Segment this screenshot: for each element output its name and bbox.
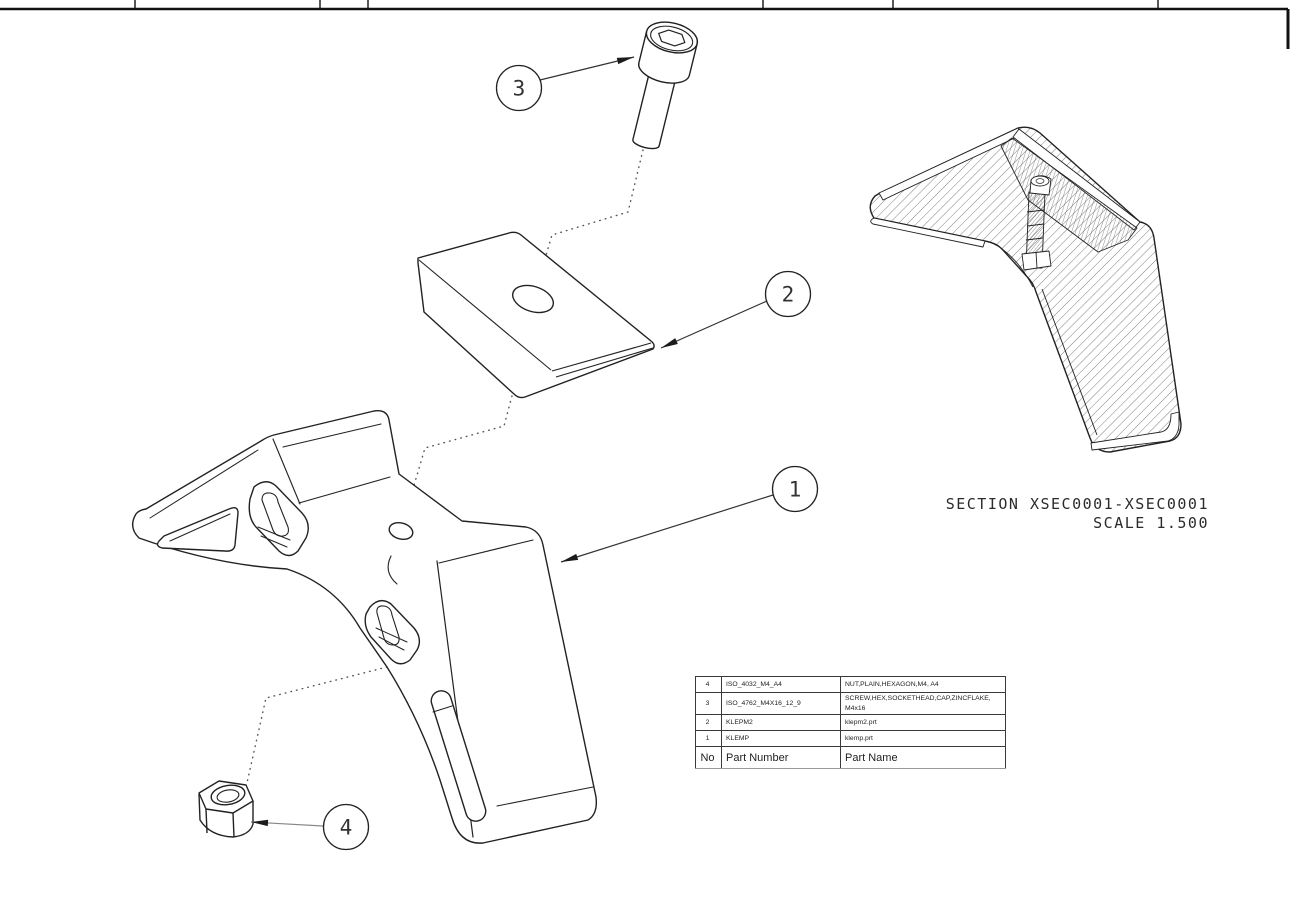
table-row: 3 ISO_4762_M4X16_12_9 SCREW,HEX,SOCKETHE… xyxy=(695,692,1006,715)
section-view-label: SECTION XSEC0001-XSEC0001 SCALE 1.500 xyxy=(946,495,1209,533)
sheet-top-border xyxy=(0,0,1290,49)
bom-row-no: 4 xyxy=(695,676,722,693)
section-screw xyxy=(1021,175,1052,271)
bom-row-no: 2 xyxy=(695,714,722,731)
table-row: 1 KLEMP klemp.prt xyxy=(695,730,1006,747)
bom-row-part-number: KLEMP xyxy=(721,730,841,747)
bom-header-part-number: Part Number xyxy=(721,746,841,769)
bracket-hole xyxy=(388,521,414,541)
balloon-4-label: 4 xyxy=(340,816,353,840)
bom-row-part-name: SCREW,HEX,SOCKETHEAD,CAP,ZINCFLAKE, M4x1… xyxy=(840,692,1006,715)
bom-header-row: No Part Number Part Name xyxy=(695,746,1006,769)
bom-table: 4 ISO_4032_M4_A4 NUT,PLAIN,HEXAGON,M4, A… xyxy=(695,676,1006,769)
bom-header-part-name: Part Name xyxy=(840,746,1006,769)
balloon-3-label: 3 xyxy=(513,77,526,101)
balloon-1: 1 xyxy=(771,465,819,513)
section-view xyxy=(869,126,1182,453)
balloons: 3 2 1 4 xyxy=(322,64,819,851)
section-scale: SCALE 1.500 xyxy=(1093,514,1209,532)
nut-bore-inner xyxy=(216,789,240,803)
table-row: 4 ISO_4032_M4_A4 NUT,PLAIN,HEXAGON,M4, A… xyxy=(695,676,1006,693)
balloon-1-label: 1 xyxy=(789,478,802,502)
leg-slot xyxy=(430,690,487,822)
bom-row-part-name: NUT,PLAIN,HEXAGON,M4, A4 xyxy=(840,676,1006,693)
triangle-cutout xyxy=(156,506,239,552)
lower-tab-slot xyxy=(376,605,400,646)
bom-row-part-number: ISO_4762_M4X16_12_9 xyxy=(721,692,841,715)
bom-row-no: 3 xyxy=(695,692,722,715)
table-row: 2 KLEPM2 klepm2.prt xyxy=(695,714,1006,731)
bom-row-part-number: KLEPM2 xyxy=(721,714,841,731)
hex-socket xyxy=(658,29,686,47)
leader-balloon-2 xyxy=(660,300,768,349)
balloon-2-label: 2 xyxy=(782,283,795,307)
leader-balloon-3 xyxy=(539,56,635,81)
bracket-outline xyxy=(131,410,598,844)
balloon-2: 2 xyxy=(764,270,812,318)
wedge-hole xyxy=(511,284,555,314)
section-wedge xyxy=(1000,137,1138,253)
socket-head-cap-screw xyxy=(632,21,699,150)
bom-header-no: No xyxy=(695,746,722,769)
bom-row-part-name: klepm2.prt xyxy=(840,714,1006,731)
bom-row-no: 1 xyxy=(695,730,722,747)
clamp-bracket xyxy=(131,410,598,844)
balloon-3: 3 xyxy=(495,64,543,112)
leader-balloon-1 xyxy=(560,494,774,563)
balloon-leaders xyxy=(250,56,774,827)
balloon-4: 4 xyxy=(322,803,370,851)
clamp-wedge xyxy=(417,231,655,399)
leader-balloon-4 xyxy=(250,819,324,827)
bom-row-part-number: ISO_4032_M4_A4 xyxy=(721,676,841,693)
bom-row-part-name: klemp.prt xyxy=(840,730,1006,747)
section-title: SECTION XSEC0001-XSEC0001 xyxy=(945,495,1209,513)
hex-nut xyxy=(198,780,254,838)
